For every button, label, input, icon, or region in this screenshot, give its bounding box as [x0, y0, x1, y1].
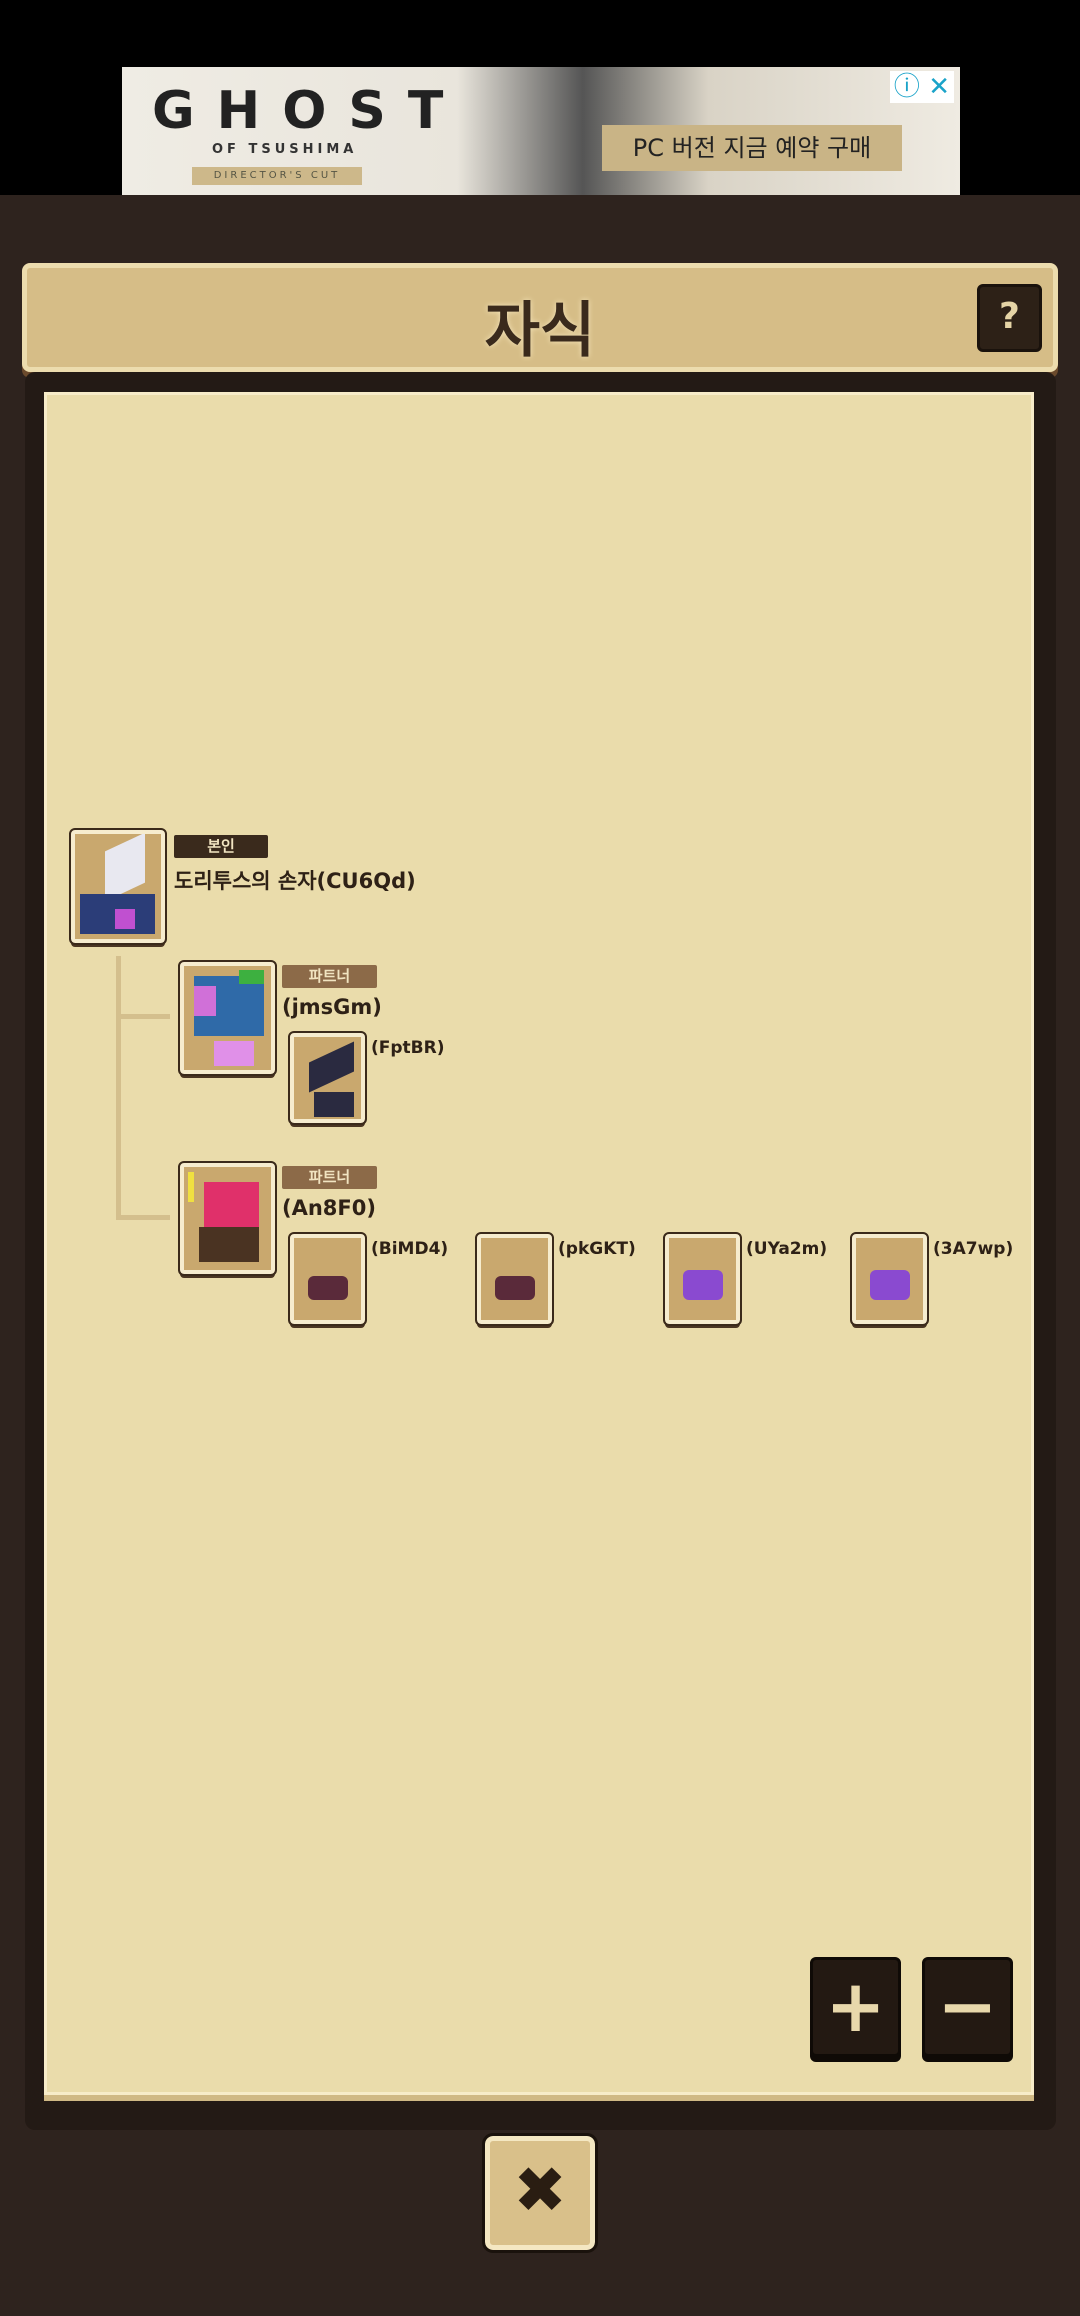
tree-line: [116, 956, 121, 1219]
close-icon[interactable]: ✕: [928, 72, 950, 102]
zoom-in-button[interactable]: +: [810, 1957, 901, 2057]
child-portrait[interactable]: [475, 1232, 554, 1326]
ad-edition: DIRECTOR'S CUT: [192, 167, 362, 185]
ad-choices: ⓘ ✕: [889, 71, 954, 103]
ad-banner[interactable]: GHOST OF TSUSHIMA DIRECTOR'S CUT PC 버전 지…: [122, 67, 960, 195]
child-name: (pkGKT): [558, 1239, 636, 1259]
zoom-out-button[interactable]: −: [922, 1957, 1013, 2057]
page-title: 자식: [484, 296, 596, 366]
partner-badge: 파트너: [282, 965, 377, 988]
header-panel: 자식 ?: [22, 263, 1058, 372]
child-name: (UYa2m): [746, 1239, 828, 1259]
child-portrait[interactable]: [288, 1031, 367, 1125]
tree-line: [116, 1215, 170, 1220]
self-name: 도리투스의 손자(CU6Qd): [174, 869, 416, 893]
child-portrait[interactable]: [288, 1232, 367, 1326]
close-button[interactable]: ✖: [482, 2133, 598, 2253]
partner-portrait[interactable]: [178, 1161, 277, 1276]
child-name: (3A7wp): [933, 1239, 1014, 1259]
child-name: (BiMD4): [371, 1239, 449, 1259]
partner-name: (An8F0): [282, 1196, 376, 1220]
help-button[interactable]: ?: [977, 284, 1042, 352]
partner-badge: 파트너: [282, 1166, 377, 1189]
partner-name: (jmsGm): [282, 995, 382, 1019]
partner-portrait[interactable]: [178, 960, 277, 1076]
child-name: (FptBR): [371, 1038, 445, 1058]
child-portrait[interactable]: [663, 1232, 742, 1326]
self-portrait[interactable]: [69, 828, 167, 945]
ad-subtitle: OF TSUSHIMA: [212, 142, 358, 157]
self-badge: 본인: [174, 835, 268, 858]
child-portrait[interactable]: [850, 1232, 929, 1326]
tree-line: [116, 1014, 170, 1019]
ad-logo: GHOST: [152, 81, 466, 141]
info-icon[interactable]: ⓘ: [893, 72, 920, 102]
ad-cta[interactable]: PC 버전 지금 예약 구매: [602, 125, 902, 171]
